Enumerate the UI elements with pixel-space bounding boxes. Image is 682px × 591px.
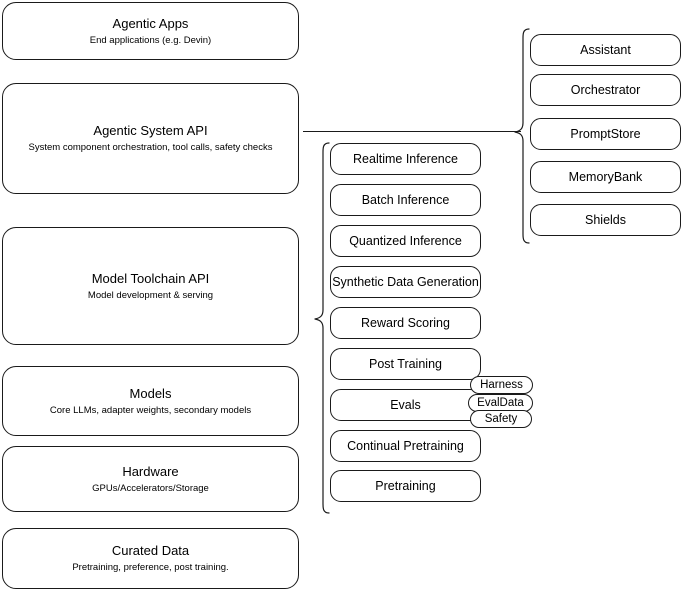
toolchain-item-realtime-inference[interactable]: Realtime Inference	[330, 143, 481, 175]
system-component-label: PromptStore	[570, 127, 641, 141]
toolchain-item-synthetic-data-generation[interactable]: Synthetic Data Generation	[330, 266, 481, 298]
toolchain-item-post-training[interactable]: Post Training	[330, 348, 481, 380]
toolchain-brace	[314, 142, 330, 514]
stack-layer-agentic-system-api[interactable]: Agentic System API System component orch…	[2, 83, 299, 194]
stack-layer-title: Agentic System API	[93, 123, 208, 138]
stack-layer-curated-data[interactable]: Curated Data Pretraining, preference, po…	[2, 528, 299, 589]
toolchain-item-label: Realtime Inference	[353, 152, 458, 166]
toolchain-item-pretraining[interactable]: Pretraining	[330, 470, 481, 502]
system-components-brace	[514, 28, 530, 244]
toolchain-item-continual-pretraining[interactable]: Continual Pretraining	[330, 430, 481, 462]
stack-layer-model-toolchain-api[interactable]: Model Toolchain API Model development & …	[2, 227, 299, 345]
toolchain-item-label: Synthetic Data Generation	[332, 275, 479, 289]
stack-layer-subtitle: Pretraining, preference, post training.	[72, 562, 229, 573]
system-component-label: Assistant	[580, 43, 631, 57]
stack-layer-subtitle: Model development & serving	[87, 289, 214, 301]
stack-layer-title: Agentic Apps	[112, 15, 189, 31]
evals-subitem-label: Harness	[480, 379, 523, 391]
stack-layer-subtitle: System component orchestration, tool cal…	[28, 142, 273, 153]
toolchain-item-quantized-inference[interactable]: Quantized Inference	[330, 225, 481, 257]
stack-layer-title: Model Toolchain API	[91, 270, 210, 286]
stack-layer-subtitle: Core LLMs, adapter weights, secondary mo…	[49, 404, 252, 416]
toolchain-item-label: Reward Scoring	[361, 316, 450, 330]
evals-subitem-harness[interactable]: Harness	[470, 376, 533, 394]
toolchain-item-label: Quantized Inference	[349, 234, 462, 248]
system-api-connector-line	[303, 131, 521, 133]
system-component-label: Shields	[585, 213, 626, 227]
stack-layer-agentic-apps[interactable]: Agentic Apps End applications (e.g. Devi…	[2, 2, 299, 60]
toolchain-item-label: Pretraining	[375, 479, 436, 493]
toolchain-item-reward-scoring[interactable]: Reward Scoring	[330, 307, 481, 339]
stack-layer-title: Curated Data	[111, 543, 190, 558]
system-component-assistant[interactable]: Assistant	[530, 34, 681, 66]
stack-layer-subtitle: End applications (e.g. Devin)	[89, 34, 212, 46]
system-component-orchestrator[interactable]: Orchestrator	[530, 74, 681, 106]
system-component-promptstore[interactable]: PromptStore	[530, 118, 681, 150]
toolchain-item-label: Post Training	[369, 357, 442, 371]
toolchain-item-evals[interactable]: Evals	[330, 389, 481, 421]
toolchain-item-label: Continual Pretraining	[347, 439, 464, 453]
evals-subitem-label: EvalData	[477, 397, 524, 409]
stack-layer-subtitle: GPUs/Accelerators/Storage	[92, 482, 209, 494]
stack-layer-title: Hardware	[122, 463, 179, 479]
toolchain-item-label: Batch Inference	[361, 193, 450, 207]
system-component-shields[interactable]: Shields	[530, 204, 681, 236]
evals-subitem-safety[interactable]: Safety	[470, 410, 532, 428]
stack-layer-title: Models	[129, 385, 172, 401]
stack-layer-models[interactable]: Models Core LLMs, adapter weights, secon…	[2, 366, 299, 436]
system-component-memorybank[interactable]: MemoryBank	[530, 161, 681, 193]
stack-layer-hardware[interactable]: Hardware GPUs/Accelerators/Storage	[2, 446, 299, 512]
toolchain-item-label: Evals	[390, 398, 421, 412]
system-component-label: MemoryBank	[568, 170, 643, 184]
toolchain-item-batch-inference[interactable]: Batch Inference	[330, 184, 481, 216]
system-component-label: Orchestrator	[570, 83, 641, 97]
evals-subitem-label: Safety	[484, 413, 518, 425]
